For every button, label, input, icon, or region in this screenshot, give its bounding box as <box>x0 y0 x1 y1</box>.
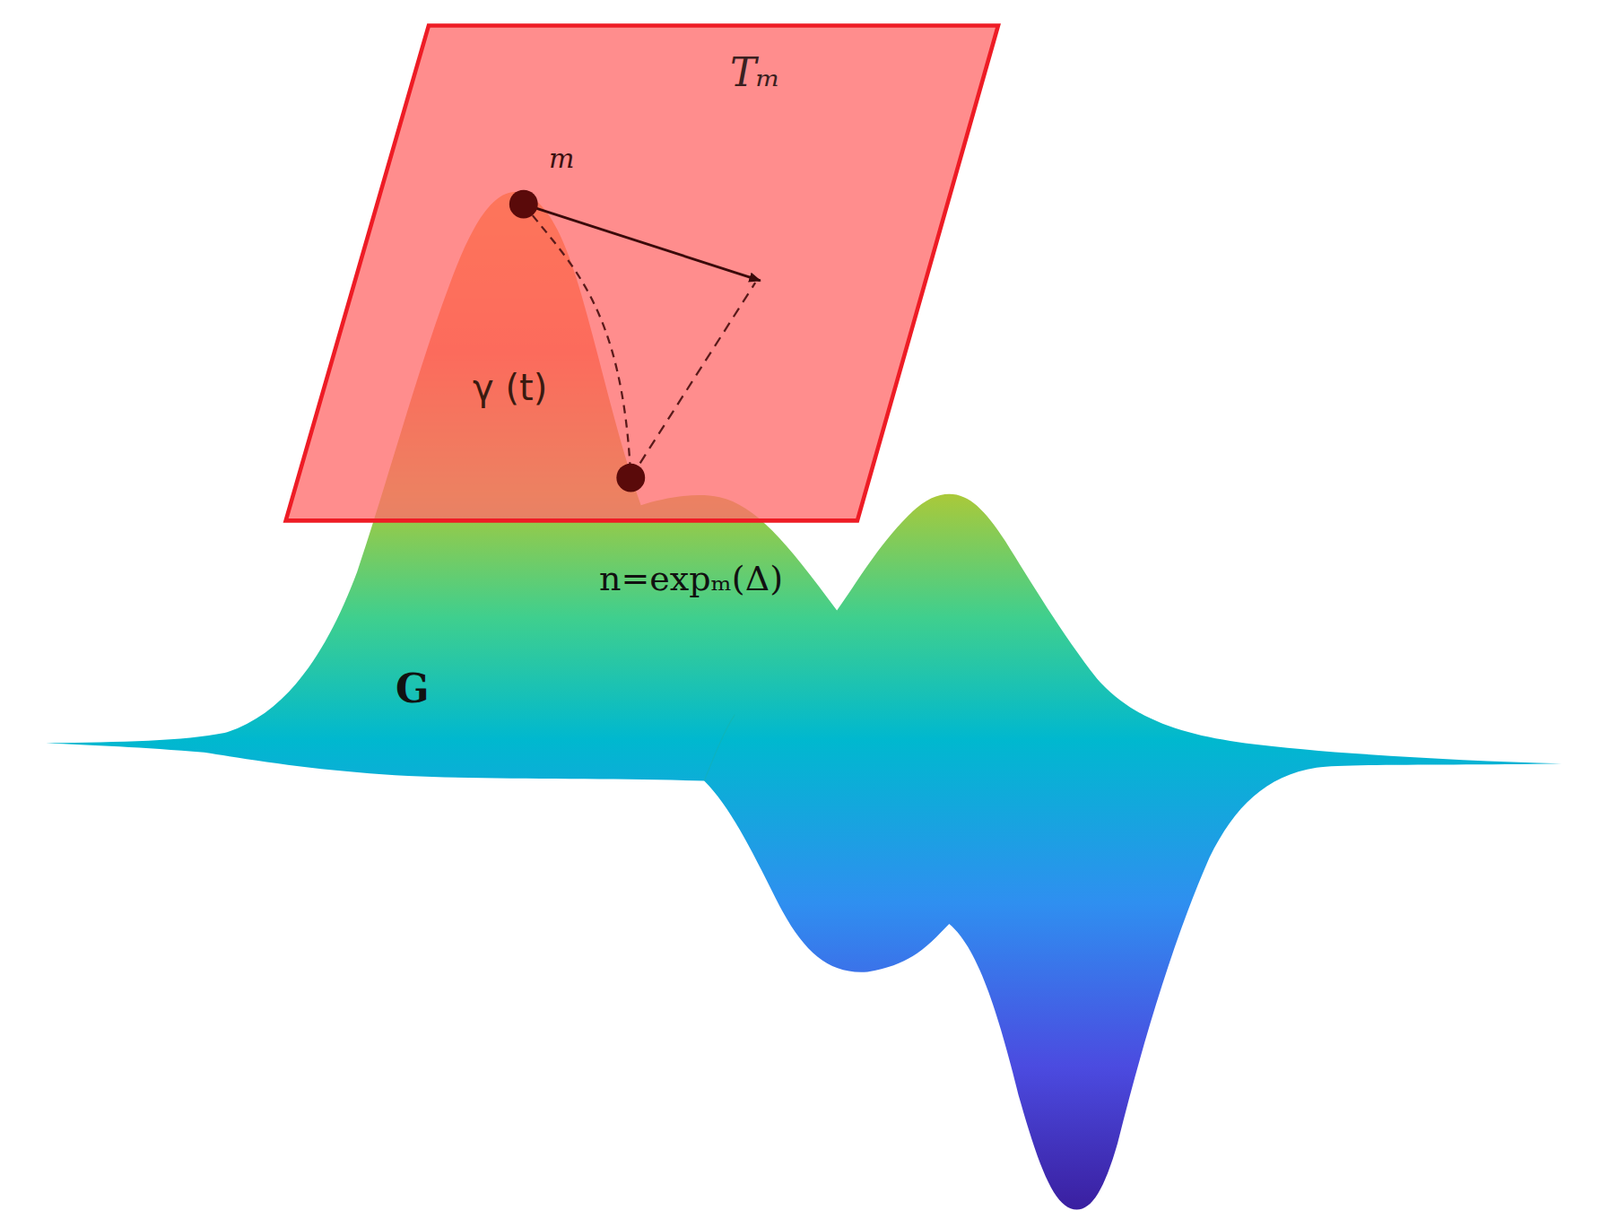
curve-label: γ (t) <box>472 366 548 409</box>
plane-label: Tₘ <box>730 49 781 96</box>
manifold-label: G <box>395 665 430 712</box>
geodesic-curve <box>523 204 631 479</box>
point-n <box>616 463 645 493</box>
point-label: m <box>548 142 574 174</box>
dashed-line <box>630 282 756 478</box>
tangent-plane <box>286 25 999 521</box>
point-m <box>509 190 539 219</box>
map-label: n=expₘ(Δ) <box>599 558 783 599</box>
tangent-vector <box>523 204 761 281</box>
inner-fold <box>704 714 735 782</box>
